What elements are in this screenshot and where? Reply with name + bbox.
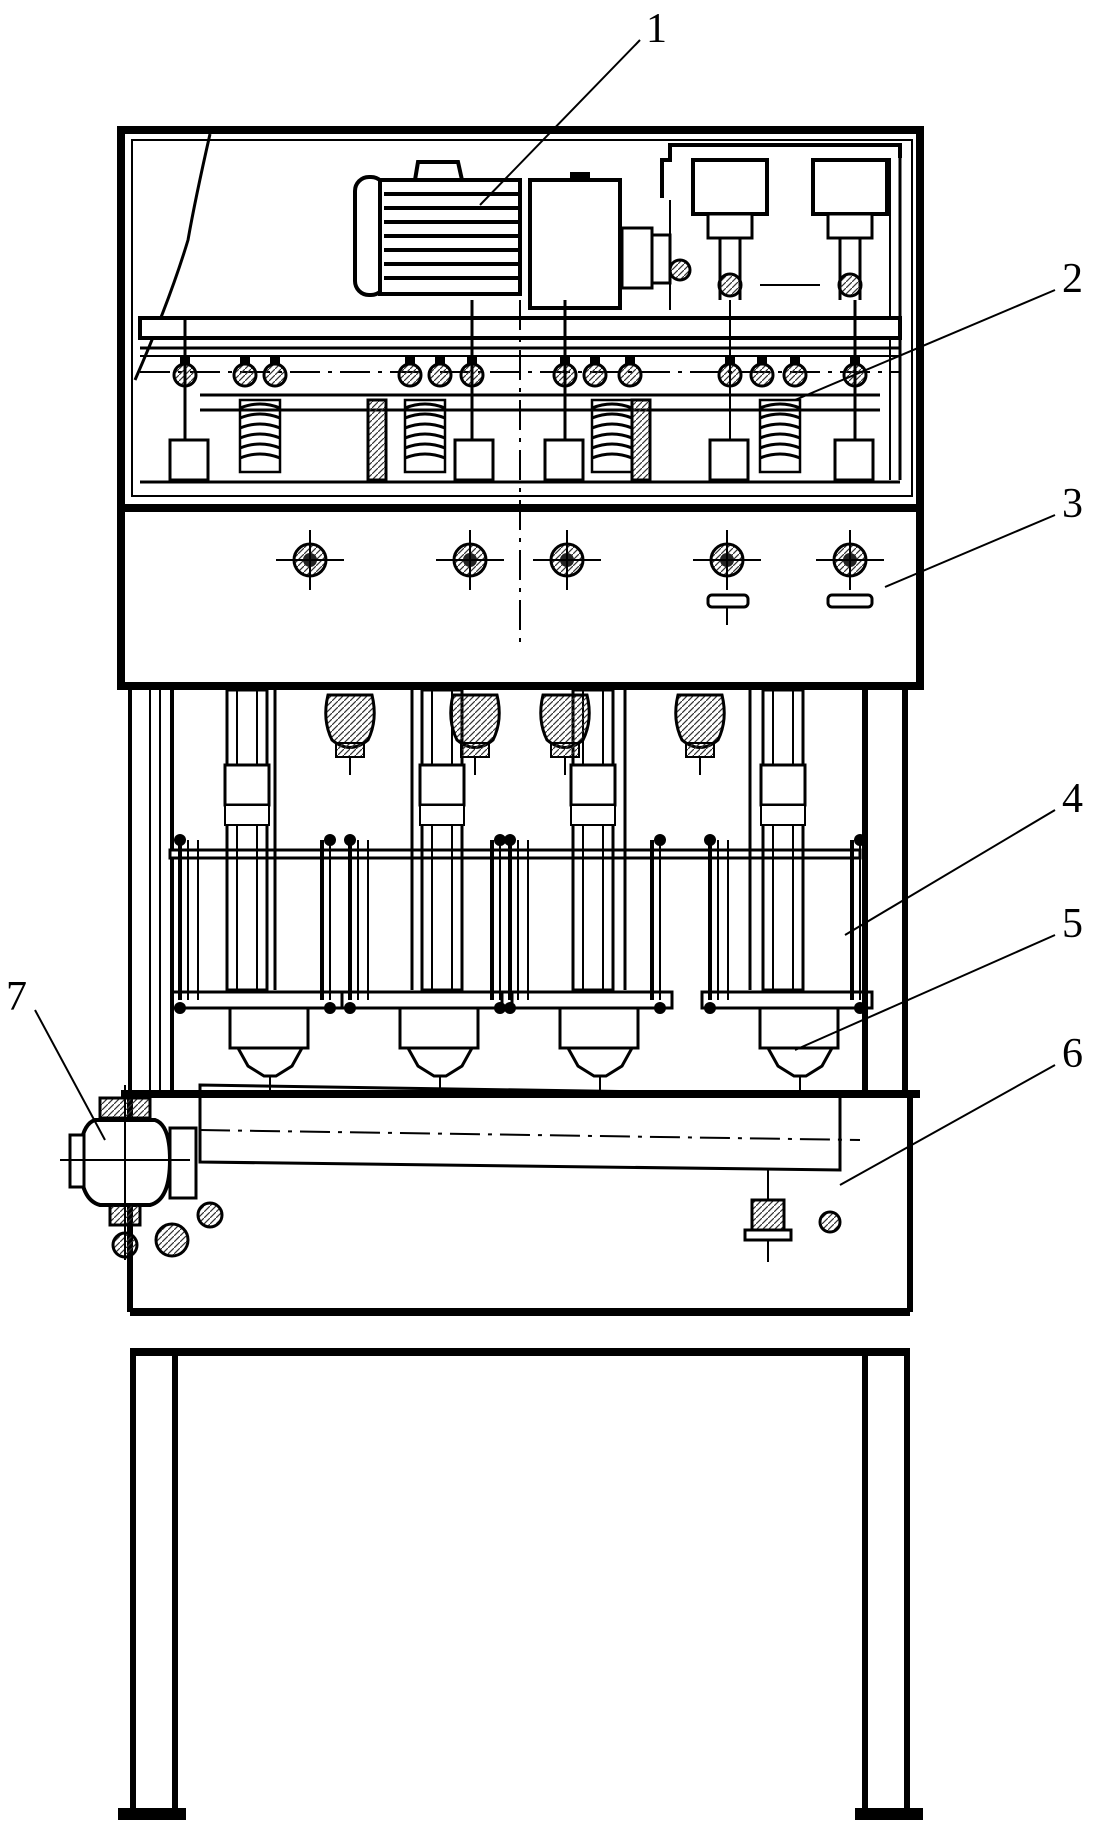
callout-7: 7	[6, 974, 27, 1020]
head-3	[500, 832, 674, 1092]
leader-lines	[34, 39, 1056, 1186]
conveyor-section	[60, 1083, 913, 1356]
indicator-2	[826, 593, 874, 609]
callout-1: 1	[646, 6, 667, 52]
callout-2: 2	[1062, 256, 1083, 302]
top-cabinet	[117, 126, 924, 650]
indicator-1	[706, 593, 750, 609]
knob-3	[531, 528, 603, 592]
callout-labels: 1 2 3 4 5 6 7	[6, 6, 1083, 1077]
upper-right-drive	[660, 143, 902, 480]
base-blocks	[140, 398, 900, 484]
knob-1	[274, 528, 346, 592]
gearbox	[528, 172, 692, 310]
legs	[118, 1352, 923, 1820]
control-panel	[117, 504, 924, 690]
head-4	[700, 832, 874, 1092]
pump-assembly	[60, 1085, 224, 1260]
callout-6: 6	[1062, 1031, 1083, 1077]
spindle-section	[121, 684, 920, 1098]
knob-5	[814, 528, 886, 592]
callout-5: 5	[1062, 901, 1083, 947]
callout-4: 4	[1062, 776, 1083, 822]
knob-4	[691, 528, 763, 592]
motor	[353, 160, 522, 297]
callout-3: 3	[1062, 481, 1083, 527]
knob-2	[434, 528, 506, 592]
head-2	[340, 832, 514, 1092]
